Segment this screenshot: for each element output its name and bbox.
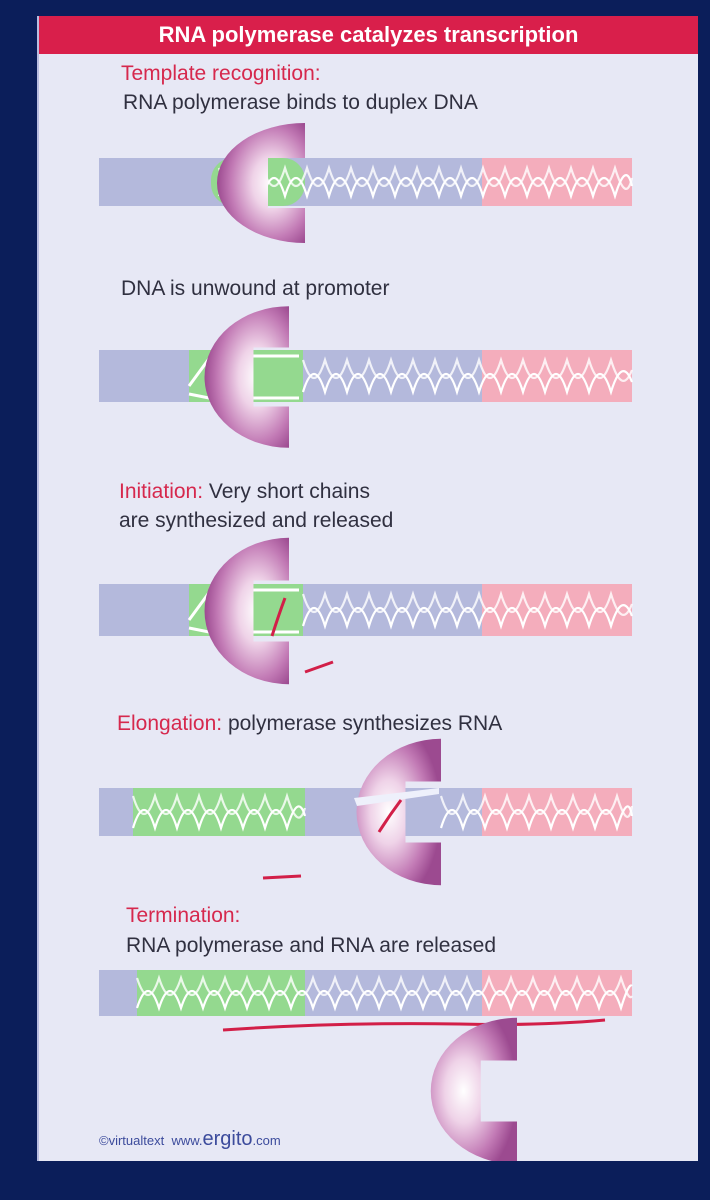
dna-helix-strand (301, 370, 634, 396)
dna-helix-strand (301, 604, 634, 630)
step-1-text: RNA polymerase binds to duplex DNA (123, 91, 478, 114)
step-5-illustration (99, 970, 633, 1161)
dna-helix-strand-2 (301, 356, 634, 382)
diagram-title: RNA polymerase catalyzes transcription (158, 22, 579, 47)
diagram-panel: RNA polymerase catalyzes transcription T… (37, 16, 698, 1161)
dna-helix-strand-2 (131, 792, 307, 819)
dna-helix-strand-2 (217, 164, 634, 190)
rna-transcript (262, 874, 302, 880)
dna-terminator-region-2 (482, 350, 632, 402)
footer-copyright: ©virtualtext (99, 1133, 165, 1148)
step-2-text: DNA is unwound at promoter (121, 277, 390, 300)
transcription-bubble (354, 788, 439, 806)
transcription-diagram (99, 123, 634, 1161)
dna-promoter-region-5 (137, 970, 305, 1016)
footer-site: ergito (202, 1128, 253, 1150)
step-3-line-1: Initiation: Very short chains (119, 480, 370, 504)
step-2-illustration (99, 306, 634, 448)
dna-helix-strand (131, 805, 307, 832)
dna-helix-strand-2 (135, 974, 633, 999)
step-3-text: Very short chains (208, 480, 370, 503)
step-5-heading: Termination: (126, 904, 241, 927)
step-3-illustration (99, 537, 634, 685)
dna-helix-strand (217, 174, 634, 200)
step-4-line: Elongation: polymerase synthesizes RNA (117, 712, 502, 736)
step-1-illustration (99, 123, 634, 243)
footer-credit: ©virtualtext www.ergito.com (99, 1128, 281, 1151)
step-4-heading: Elongation: (117, 712, 223, 735)
footer-www: www. (171, 1133, 203, 1148)
step-4-text: polymerase synthesizes RNA (227, 712, 503, 735)
dna-helix-strand (135, 984, 633, 1012)
footer-tld: .com (252, 1133, 281, 1148)
step-3-heading: Initiation: (119, 480, 204, 503)
dna-terminator-region-1 (482, 158, 632, 206)
released-rna (222, 1018, 606, 1032)
step-3-text-line-2: are synthesized and released (119, 509, 394, 532)
released-rna-chain (304, 660, 334, 674)
step-1-heading: Template recognition: (121, 62, 321, 85)
nascent-rna (377, 799, 403, 833)
title-bar: RNA polymerase catalyzes transcription (39, 16, 698, 54)
short-rna-chain (270, 597, 287, 637)
step-4-illustration (99, 738, 634, 886)
released-rna-polymerase (430, 1017, 517, 1161)
dna-helix-strand-2 (301, 590, 634, 616)
dna-terminator-region-3 (482, 584, 632, 636)
dna-helix-strand-2 (439, 792, 634, 818)
dna-helix-strand (439, 805, 634, 832)
step-5-text: RNA polymerase and RNA are released (126, 934, 497, 957)
